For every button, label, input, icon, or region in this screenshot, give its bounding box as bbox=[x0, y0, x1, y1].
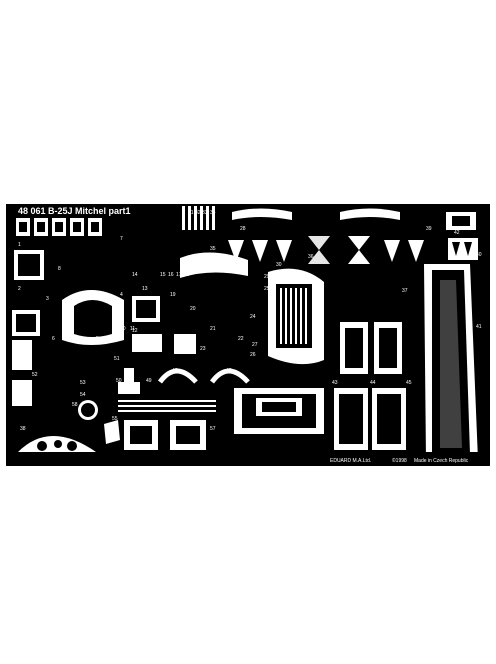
svg-text:22: 22 bbox=[238, 336, 244, 342]
copyright-label: ©1998 bbox=[392, 457, 407, 464]
svg-text:50: 50 bbox=[116, 378, 122, 384]
svg-text:13: 13 bbox=[142, 286, 148, 292]
svg-text:41: 41 bbox=[476, 324, 482, 330]
svg-text:5: 5 bbox=[96, 336, 99, 342]
left-side-parts bbox=[12, 250, 44, 406]
bulkhead bbox=[234, 388, 324, 434]
grille-panel bbox=[268, 268, 324, 365]
svg-text:54: 54 bbox=[80, 392, 86, 398]
svg-text:51: 51 bbox=[114, 356, 120, 362]
svg-text:12: 12 bbox=[132, 328, 138, 334]
armor-panels bbox=[334, 322, 406, 450]
svg-text:15: 15 bbox=[160, 272, 166, 278]
curved-duct-right bbox=[209, 368, 250, 384]
svg-text:23: 23 bbox=[200, 346, 206, 352]
svg-text:30: 30 bbox=[276, 262, 282, 268]
svg-text:7: 7 bbox=[120, 236, 123, 242]
svg-text:46: 46 bbox=[470, 226, 476, 232]
svg-text:48: 48 bbox=[226, 368, 232, 374]
svg-text:47: 47 bbox=[172, 368, 178, 374]
svg-text:6: 6 bbox=[52, 336, 55, 342]
svg-text:40: 40 bbox=[476, 252, 482, 258]
svg-text:4: 4 bbox=[120, 292, 123, 298]
svg-text:35: 35 bbox=[210, 246, 216, 252]
svg-text:3: 3 bbox=[46, 296, 49, 302]
svg-text:16: 16 bbox=[168, 272, 174, 278]
svg-text:44: 44 bbox=[370, 380, 376, 386]
svg-text:20: 20 bbox=[190, 306, 196, 312]
svg-text:57: 57 bbox=[210, 426, 216, 432]
svg-text:38: 38 bbox=[20, 426, 26, 432]
svg-text:34: 34 bbox=[210, 210, 216, 216]
svg-text:33: 33 bbox=[202, 210, 208, 216]
svg-text:8: 8 bbox=[58, 266, 61, 272]
top-bar-left bbox=[232, 208, 292, 220]
svg-text:26: 26 bbox=[250, 352, 256, 358]
svg-text:14: 14 bbox=[132, 272, 138, 278]
curved-duct-left bbox=[157, 368, 198, 384]
svg-text:29: 29 bbox=[264, 274, 270, 280]
ammo-belts bbox=[182, 206, 215, 230]
svg-text:53: 53 bbox=[80, 380, 86, 386]
svg-text:25: 25 bbox=[264, 286, 270, 292]
seats bbox=[104, 420, 206, 450]
part-numbers: 1 2 3 4 5 6 7 8 10 11 12 13 14 15 16 17 … bbox=[18, 210, 482, 440]
svg-text:42: 42 bbox=[454, 230, 460, 236]
svg-text:31: 31 bbox=[188, 210, 194, 216]
triangle-brackets bbox=[228, 236, 424, 264]
maker-label: EDUARD M.A.Ltd. bbox=[330, 458, 371, 464]
svg-text:28: 28 bbox=[240, 226, 246, 232]
svg-text:45: 45 bbox=[406, 380, 412, 386]
svg-text:11: 11 bbox=[130, 326, 135, 332]
svg-text:36: 36 bbox=[308, 254, 314, 260]
svg-text:19: 19 bbox=[170, 292, 176, 298]
svg-text:17: 17 bbox=[176, 272, 182, 278]
svg-text:1: 1 bbox=[18, 242, 21, 248]
svg-text:27: 27 bbox=[252, 342, 258, 348]
top-bar-right bbox=[340, 208, 400, 220]
svg-text:56: 56 bbox=[110, 434, 116, 440]
rails bbox=[118, 400, 216, 412]
top-left-boxes bbox=[16, 218, 102, 236]
svg-text:39: 39 bbox=[426, 226, 432, 232]
svg-text:21: 21 bbox=[210, 326, 216, 332]
svg-text:24: 24 bbox=[250, 314, 256, 320]
svg-text:2: 2 bbox=[18, 286, 21, 292]
right-bracket-strip bbox=[448, 238, 478, 260]
svg-text:43: 43 bbox=[332, 380, 338, 386]
svg-text:32: 32 bbox=[195, 210, 201, 216]
svg-text:18: 18 bbox=[184, 272, 190, 278]
footer-strip bbox=[324, 452, 490, 466]
svg-text:52: 52 bbox=[32, 372, 38, 378]
svg-text:37: 37 bbox=[402, 288, 408, 294]
svg-text:55: 55 bbox=[112, 416, 118, 422]
seat-pedestal bbox=[118, 382, 140, 394]
origin-label: Made in Czech Republic bbox=[414, 458, 469, 464]
fret-title: 48 061 B-25J Mitchel part1 bbox=[18, 206, 131, 216]
central-formers bbox=[62, 252, 248, 354]
svg-text:10: 10 bbox=[120, 326, 126, 332]
svg-text:49: 49 bbox=[146, 378, 152, 384]
svg-text:58: 58 bbox=[72, 402, 78, 408]
